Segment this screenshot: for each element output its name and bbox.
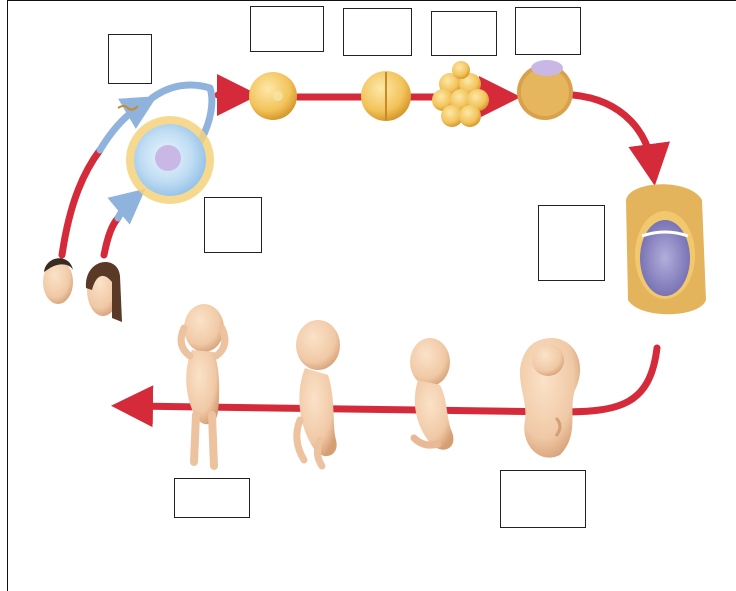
- label-box-zygote[interactable]: [250, 6, 324, 52]
- early-fetus-icon: [410, 338, 453, 450]
- arrow-blastocyst-to-implantation: [573, 95, 652, 165]
- label-box-late-fetus[interactable]: [174, 478, 250, 518]
- zygote-icon: [249, 72, 297, 120]
- label-box-egg[interactable]: [204, 197, 262, 253]
- fetus-icon: [296, 320, 340, 466]
- egg-sperm-icon: [118, 106, 214, 204]
- late-fetus-icon: [181, 304, 225, 466]
- blastocyst-icon: [517, 60, 573, 120]
- morula-icon: [432, 61, 489, 127]
- label-box-implantation[interactable]: [538, 205, 605, 281]
- parents-heads-icon: [43, 258, 122, 322]
- label-box-embryo[interactable]: [500, 470, 586, 528]
- egg-release-arrow: [152, 85, 210, 98]
- arrow-mother-to-egg: [104, 218, 118, 255]
- two-cell-icon: [361, 71, 411, 121]
- arrow-father-to-sperm: [62, 150, 100, 255]
- label-box-morula[interactable]: [431, 11, 497, 56]
- egg-path-arrow: [118, 200, 132, 218]
- label-box-fertilization[interactable]: [108, 34, 152, 84]
- label-box-blastocyst[interactable]: [515, 7, 581, 55]
- implanted-blastocyst-icon: [626, 184, 706, 314]
- embryo-icon: [520, 338, 580, 458]
- label-box-two-cell[interactable]: [343, 8, 412, 56]
